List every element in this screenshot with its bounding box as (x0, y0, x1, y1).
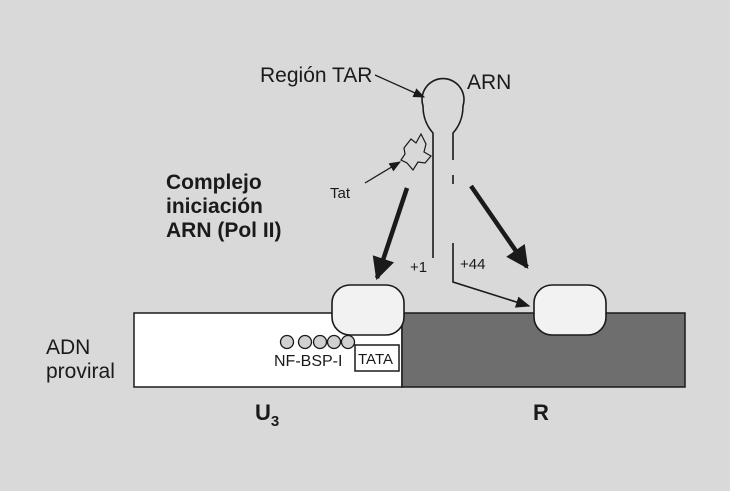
tat-label: Tat (330, 185, 351, 202)
complex-label-line2: iniciación (166, 195, 263, 218)
tat-protein (400, 132, 432, 172)
binding-site-circle (326, 334, 342, 350)
tat-pointer (364, 161, 402, 184)
position-plus1-label: +1 (410, 259, 427, 276)
u3-main-text: U (255, 400, 271, 425)
rna-strand-continuation (452, 243, 531, 308)
tata-box (354, 344, 400, 372)
u3-label: U3 (255, 400, 279, 430)
complex-label-line3: ARN (Pol II) (166, 219, 282, 242)
region-tar-label: Región TAR (260, 64, 372, 87)
binding-site-circle (279, 334, 295, 350)
region-tar-pointer (374, 74, 426, 98)
binding-site-circle (297, 334, 313, 350)
binding-site-circle (312, 334, 328, 350)
adn-label-line1: ADN (46, 336, 90, 359)
thick-arrow-left (372, 187, 410, 281)
r-label: R (533, 400, 549, 425)
complex-label-line1: Complejo (166, 171, 262, 194)
arn-label: ARN (467, 71, 511, 94)
position-plus44-label: +44 (460, 256, 485, 273)
u3-subscript-text: 3 (271, 413, 279, 430)
tata-label: TATA (358, 351, 393, 368)
polymerase-left (331, 284, 405, 336)
adn-label-line2: proviral (46, 360, 115, 383)
polymerase-right (533, 284, 607, 336)
thick-arrow-right (469, 184, 529, 269)
rna-stem-left (421, 77, 465, 258)
nf-bsp-label: NF-BSP-I (274, 353, 342, 370)
binding-site-circle (340, 334, 356, 350)
